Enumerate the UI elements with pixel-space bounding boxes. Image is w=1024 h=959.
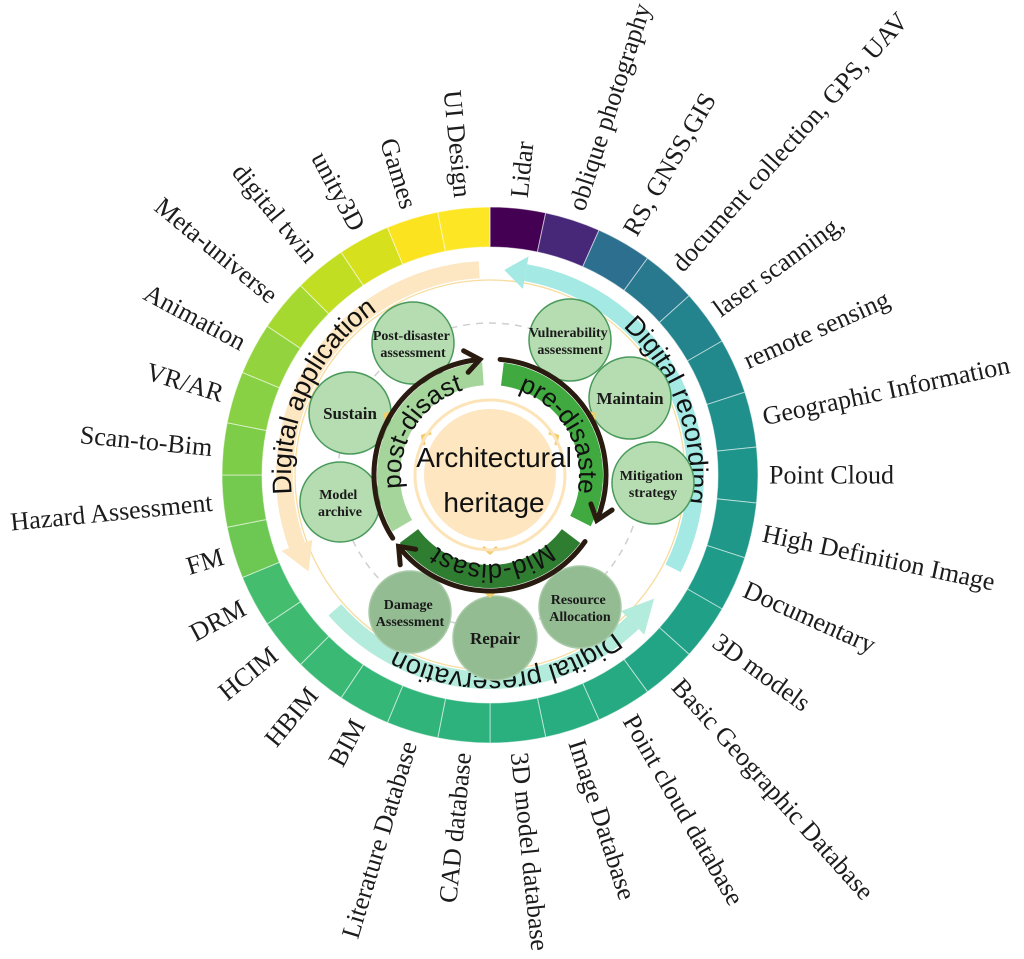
- center-title-line1: Architectural: [416, 442, 572, 473]
- node-sustain: Sustain: [308, 371, 392, 455]
- ring-segment-hazard-assessment: [221, 474, 267, 528]
- node-post-disaster-assessment: Post-disaster assessment: [371, 301, 455, 385]
- node-label: Vulnerability assessment: [529, 326, 611, 358]
- ring-label-games: Games: [374, 135, 423, 213]
- arrowhead-digital-recording: [504, 256, 529, 289]
- outer-ring: [221, 206, 759, 744]
- node-circle: [528, 298, 612, 382]
- ring-segment-point-cloud: [716, 446, 759, 504]
- node-label: Maintain: [596, 389, 664, 408]
- cycle-band-post-disaster: [377, 362, 484, 532]
- node-resource-allocation: Resource Allocation: [538, 565, 622, 649]
- ring-label-scan-to-bim: Scan-to-Bim: [79, 420, 214, 462]
- ring-label-fm: FM: [183, 542, 227, 581]
- node-label: Damage Assessment: [376, 598, 445, 630]
- arrowhead-digital-application: [281, 539, 313, 572]
- node-label: Repair: [470, 629, 521, 648]
- node-label-line: Resource: [551, 593, 606, 608]
- ring-label-hcim: HCIM: [213, 641, 284, 706]
- ring-label-geographic-information: Geographic Information: [760, 350, 1012, 431]
- ring-label-drm: DRM: [185, 594, 251, 648]
- arrowhead-icon: [461, 348, 484, 375]
- cycle-arrow-pre-disaster: [497, 356, 609, 518]
- ring-label-ui-design: UI Design: [438, 89, 477, 199]
- node-repair: Repair: [452, 595, 538, 681]
- node-label-line: strategy: [629, 486, 677, 501]
- band-digital-recording: [524, 264, 705, 573]
- node-mitigation-strategy: Mitigation strategy: [611, 441, 695, 525]
- ring-label-bim: BIM: [323, 714, 372, 771]
- node-circle: [452, 595, 538, 681]
- node-vulnerability-assessment: Vulnerability assessment: [528, 298, 612, 382]
- cycle-band-pre-disaster: [500, 362, 603, 527]
- node-damage-assessment: Damage Assessment: [368, 570, 452, 654]
- ring-segment-lidar: [489, 206, 547, 253]
- node-label: Mitigation strategy: [620, 469, 687, 501]
- band-digital-application: [276, 261, 480, 549]
- ring-label-animation: Animation: [139, 278, 251, 356]
- ring-label-remote-sensing: remote sensing: [739, 285, 894, 375]
- node-maintain: Maintain: [588, 356, 672, 440]
- node-label-line: archive: [318, 505, 362, 520]
- node-circle: [299, 461, 381, 543]
- center-hub: Architectural heritage: [413, 398, 572, 552]
- node-label-line: assessment: [537, 343, 603, 358]
- ring-label-document-collection-gps-uav: document collection, GPS, UAV: [666, 6, 914, 277]
- node-label-line: Vulnerability: [529, 326, 608, 341]
- center-disc: [424, 409, 556, 541]
- ring-label-vr-ar: VR/AR: [143, 357, 228, 408]
- node-label-line: assessment: [380, 346, 446, 361]
- node-circle: [538, 565, 622, 649]
- ring-label-hazard-assessment: Hazard Assessment: [9, 488, 215, 537]
- ring-segment-scan-to-bim: [221, 422, 267, 476]
- arrowhead-digital-preservation: [621, 598, 655, 635]
- cycle-band-mid-disaster: [399, 529, 581, 589]
- ring-label-documentary: Documentary: [739, 575, 880, 659]
- node-label-line: Model: [319, 488, 357, 503]
- arrowhead-icon: [588, 501, 615, 525]
- node-label: Post-disaster assessment: [373, 329, 453, 361]
- cycle-arrow-post-disaster: [371, 357, 477, 541]
- node-label-line: Post-disaster: [373, 329, 450, 344]
- ring-segment-3d-model-database: [489, 697, 547, 744]
- ring-label-high-definition-image: High Definition Image: [760, 519, 998, 597]
- ring-label-cad-database: CAD database: [433, 751, 477, 904]
- ring-label-image-database: Image Database: [562, 736, 641, 904]
- ring-segment-cad-database: [437, 698, 491, 744]
- node-label-line: Damage: [384, 598, 433, 613]
- center-outer-ring: [413, 398, 567, 552]
- node-label: Resource Allocation: [549, 593, 611, 625]
- ring-label-lidar: Lidar: [505, 140, 540, 199]
- node-label: Sustain: [323, 404, 377, 423]
- ring-label-hbim: HBIM: [259, 681, 324, 752]
- node-model-archive: Model archive: [299, 461, 381, 543]
- ring-segment-ui-design: [437, 206, 491, 252]
- arrowhead-icon: [395, 543, 419, 568]
- node-label-line: Allocation: [549, 610, 611, 625]
- ring-label-unity3d: unity3D: [306, 147, 372, 236]
- node-label-line: Mitigation: [620, 469, 683, 484]
- ring-label-3d-models: 3D models: [707, 627, 816, 717]
- ring-label-3d-model-database: 3D model database: [505, 751, 555, 952]
- node-circle: [371, 301, 455, 385]
- node-circle: [611, 441, 695, 525]
- band-digital-preservation: [328, 604, 639, 690]
- node-circle: [588, 356, 672, 440]
- ring-label-point-cloud: Point Cloud: [769, 461, 894, 490]
- phase-nodes: Post-disaster assessment Vulnerability a…: [299, 298, 695, 681]
- node-label-line: Assessment: [376, 615, 445, 630]
- center-title-line2: heritage: [443, 487, 544, 518]
- node-label: Model archive: [318, 488, 362, 520]
- node-circle: [368, 570, 452, 654]
- cycle-arrow-mid-disaster: [399, 539, 588, 594]
- ring-label-basic-geographic-database: Basic Geographic Database: [666, 673, 880, 906]
